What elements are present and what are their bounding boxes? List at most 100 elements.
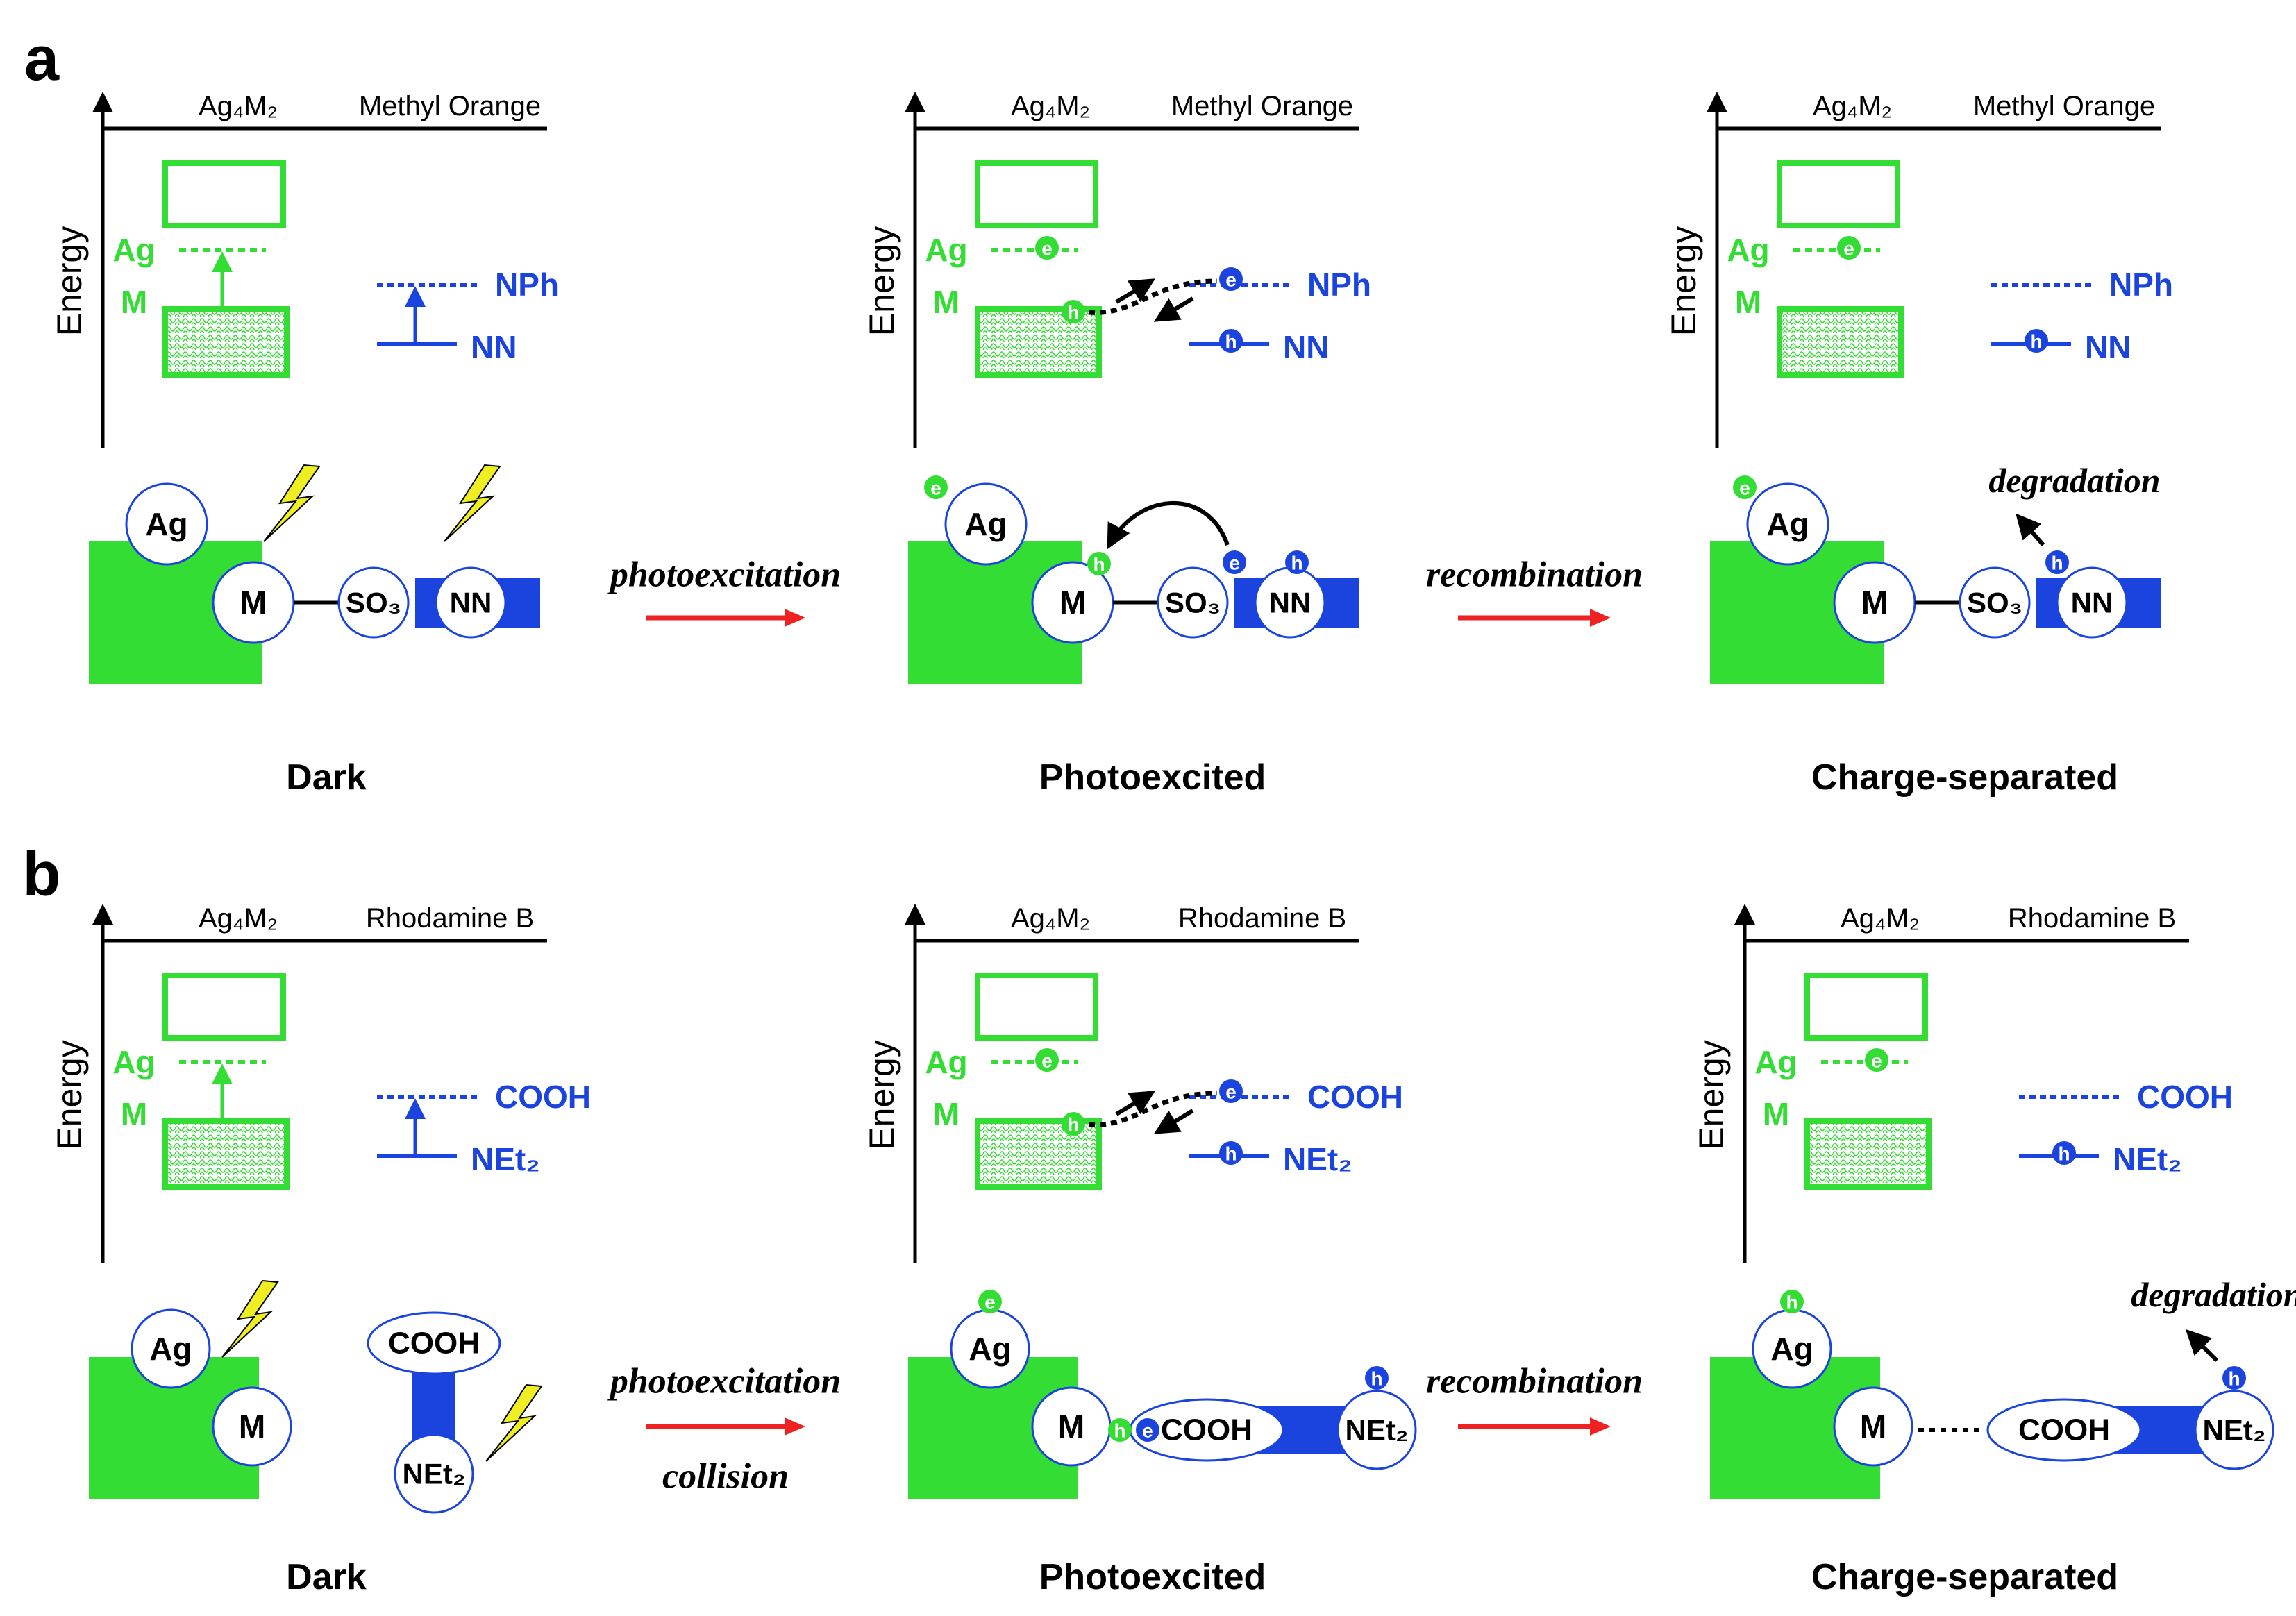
panel-1-state-2-energy-right-title: Rhodamine B — [2008, 903, 2176, 934]
panel-1-state-2-energy-hole-dye-label: h — [2058, 1143, 2070, 1165]
panel-1-state-2-energy-axis-label: Energy — [1692, 1040, 1731, 1150]
panel-1-state-0-scene-light-bolt-2 — [485, 1383, 543, 1462]
panel-1-state-1-energy-hole-arrow — [1115, 1091, 1156, 1116]
panel-0-state-1-energy-hole-dye-label: h — [1225, 331, 1237, 353]
panel-0-state-1-scene-electron-dye — [1223, 550, 1246, 574]
panel-1-state-1-energy-hole-dye-label: h — [1225, 1143, 1237, 1165]
panel-0-state-1-energy-electron-ag-label: e — [1041, 238, 1053, 260]
panel-1-state-2-energy-hole-dye — [2052, 1141, 2076, 1165]
panel-0-state-1-scene-m-atom-label: M — [1059, 584, 1086, 621]
panel-0-state-1-scene-hole-dye-label: h — [1291, 553, 1302, 574]
panel-1-state-1-scene-hole-dye — [1365, 1366, 1389, 1390]
panel-1-state-1-scene-cooh-label: COOH — [1161, 1413, 1252, 1447]
panel-1-state-2-energy-electron-ag-label: e — [1871, 1050, 1882, 1072]
panel-1-state-0-energy-upper-label: COOH — [495, 1079, 591, 1115]
panel-1-state-1-energy-electron-ag-label: e — [1041, 1050, 1053, 1072]
panel-1-state-1-energy-right-title: Rhodamine B — [1178, 903, 1346, 934]
panel-1-state-1-scene-electron-ag — [978, 1290, 1002, 1313]
panel-0-state-1-scene-transfer-arrow — [1107, 500, 1230, 550]
panel-0-state-0-scene-so3-group — [337, 566, 410, 639]
panel-0-state-2-energy-vb-box — [1777, 306, 1904, 378]
panel-0-state-2-scene-annotation: degradation — [1988, 461, 2160, 500]
panel-1-state-0-title: Dark — [286, 1557, 367, 1597]
panel-1-state-1-energy-electron-ag — [1035, 1048, 1059, 1072]
panel-0-state-1-scene-ag-atom-label: Ag — [964, 506, 1007, 542]
panel-0-state-1-scene-hole-m — [1087, 552, 1111, 575]
panel-1-state-2-scene-ag-atom-label: Ag — [1770, 1331, 1813, 1367]
panel-1-state-1-energy-axis-label: Energy — [862, 1040, 901, 1150]
panel-0-state-1-energy-m-label: M — [933, 284, 960, 320]
panel-1-state-2-energy-electron-ag — [1865, 1048, 1888, 1072]
panel-0-state-1-energy-right-title: Methyl Orange — [1171, 91, 1353, 121]
panel-0-state-2-scene-ag-atom — [1746, 482, 1829, 566]
panel-0-state-2-scene-m-atom-label: M — [1861, 584, 1888, 621]
panel-0-state-2-energy-hole-dye-label: h — [2030, 331, 2042, 353]
panel-1-state-2-energy-left-title: Ag₄M₂ — [1841, 903, 1920, 934]
panel-1-process-arrow-1-head — [1590, 1417, 1611, 1436]
panel-0-state-0-energy-lower-label: NN — [471, 329, 517, 365]
panel-0-state-1-scene-electron-ag — [924, 475, 948, 499]
panel-1-state-1-energy-hole-m-label: h — [1067, 1114, 1079, 1136]
panel-0-state-2-scene-ag-atom-label: Ag — [1766, 506, 1809, 542]
panel-0-state-1-energy-electron-dye-label: e — [1225, 269, 1237, 291]
panel-1-state-2-energy-lower-label: NEt₂ — [2113, 1141, 2182, 1177]
panel-0-state-0-scene-so3-group-label: SO₃ — [346, 587, 401, 619]
panel-0-state-2-scene-nn-group — [2056, 566, 2128, 639]
panel-1-state-2-scene-net2-group-label: NEt₂ — [2203, 1414, 2266, 1447]
panel-1-state-0-scene-m-atom — [212, 1386, 292, 1467]
panel-1-state-2-scene-m-atom-label: M — [1860, 1408, 1886, 1445]
panel-0-state-1-energy-lower-label: NN — [1283, 329, 1329, 365]
panel-0-state-1-energy-electron-arrow — [1153, 296, 1194, 322]
panel-1-process-sublabel-0: collision — [662, 1457, 789, 1497]
panel-0-state-1-scene-ag-atom — [944, 482, 1028, 566]
panel-0-state-2-energy-electron-ag — [1837, 236, 1861, 260]
panel-1-state-2-energy-m-label: M — [1763, 1096, 1789, 1132]
panel-1-state-1-scene-electron-ag-label: e — [984, 1292, 996, 1313]
panel-1-state-1-scene-electron-dye — [1136, 1418, 1159, 1442]
panel-0-label: a — [24, 24, 60, 94]
panel-1-state-0-scene-net2-group-label: NEt₂ — [403, 1458, 466, 1490]
panel-0-state-1-energy-transfer-path — [1088, 278, 1218, 315]
panel-0-state-2-scene-nn-group-label: NN — [2071, 587, 2113, 619]
panel-0-state-2-energy-upper-label: NPh — [2109, 267, 2173, 303]
panel-0-state-2-energy-m-label: M — [1735, 284, 1761, 320]
panel-1-state-0-energy-m-label: M — [121, 1096, 147, 1132]
panel-0-process-arrow-0-head — [785, 609, 805, 627]
panel-0-state-0-energy-axis-label: Energy — [50, 226, 89, 336]
panel-0-state-1-energy-hole-m-label: h — [1067, 302, 1079, 323]
panel-1-state-1-energy-lower-label: NEt₂ — [1283, 1141, 1352, 1177]
panel-1-state-1-energy-ag-label: Ag — [925, 1044, 967, 1080]
panel-1-state-2-scene-hole-ag-label: h — [1786, 1292, 1798, 1313]
panel-0-state-1-scene-nn-group-label: NN — [1269, 587, 1312, 619]
panel-1-state-2-scene-hole-dye — [2222, 1366, 2246, 1390]
panel-1-state-1-scene-hole-dye-label: h — [1371, 1368, 1382, 1390]
panel-0-state-2-energy-left-title: Ag₄M₂ — [1813, 91, 1892, 121]
panel-0-state-1-scene-so3-group-label: SO₃ — [1165, 587, 1221, 619]
panel-1-label: b — [23, 840, 61, 909]
panel-0-state-2-scene-degrade-arrow — [2016, 513, 2045, 546]
panel-1-state-2-scene-net2-group — [2194, 1390, 2274, 1470]
panel-0-state-1-scene-electron-dye-label: e — [1229, 553, 1240, 574]
panel-0-state-0-energy-cb-box — [162, 160, 286, 228]
panel-0-state-0-scene-nn-group — [435, 566, 507, 639]
panel-1-state-2-scene-annotation: degradation — [2131, 1275, 2296, 1314]
panel-0-state-0-scene-ag-atom-label: Ag — [145, 506, 187, 542]
panel-1-state-2-scene-cooh-label: COOH — [2018, 1413, 2110, 1447]
panel-0-state-1-energy-hole-dye — [1219, 329, 1243, 353]
panel-0-state-2-scene-so3-group — [1959, 566, 2031, 639]
panel-1-state-0-scene-ag-atom — [131, 1308, 211, 1389]
panel-1-state-0-energy-left-title: Ag₄M₂ — [199, 903, 278, 934]
panel-0-state-2-energy-axis-label: Energy — [1664, 226, 1703, 336]
panel-0-state-1-energy-upper-label: NPh — [1307, 267, 1371, 303]
panel-1-state-0-scene-light-bolt-1 — [221, 1279, 279, 1358]
panel-0-state-0-energy-right-title: Methyl Orange — [359, 91, 541, 121]
panel-0-state-2-scene-so3-group-label: SO₃ — [1967, 587, 2022, 619]
panel-0-state-1-energy-electron-ag — [1035, 236, 1059, 260]
panel-0-state-1-energy-cb-box — [975, 160, 1098, 228]
panel-1-process-label-1: recombination — [1426, 1362, 1643, 1402]
panel-0-state-2-energy-ag-label: Ag — [1727, 232, 1769, 268]
panel-0-state-2-scene-hole-dye — [2045, 550, 2069, 574]
panel-1-state-1-energy-m-label: M — [933, 1096, 960, 1132]
panel-1-state-1-scene-ag-atom-label: Ag — [969, 1331, 1011, 1367]
panel-1-state-1-energy-hole-dye — [1219, 1141, 1243, 1165]
